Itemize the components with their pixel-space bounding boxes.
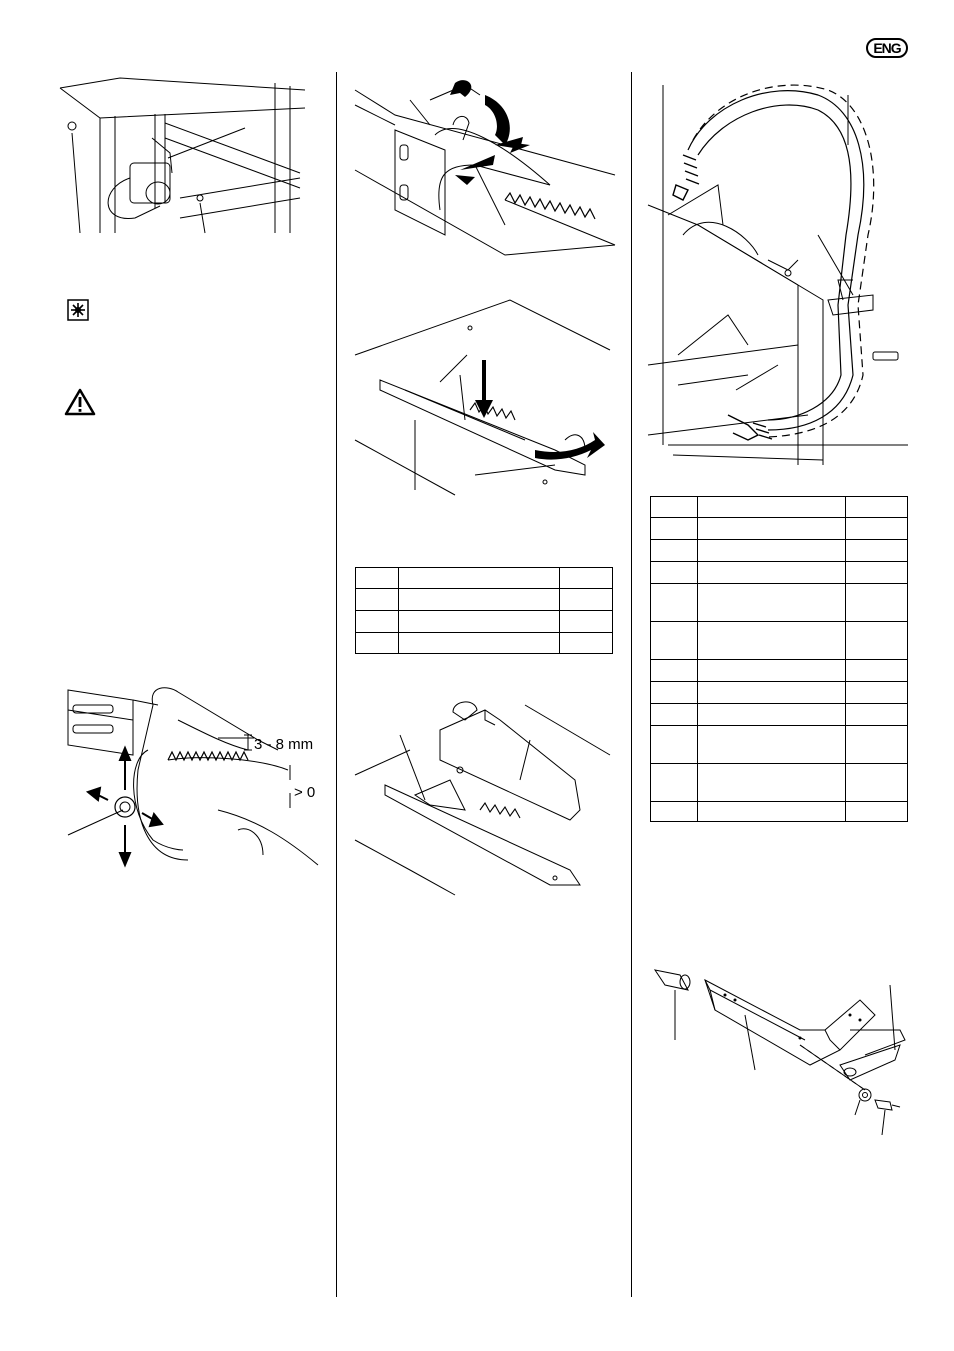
clearance-bottom-label: > 0 [294,784,315,801]
specs-table-middle [355,567,613,654]
gear-icon [67,299,89,321]
figure-switch-mounting [60,78,305,233]
figure-guard-removal [355,80,615,265]
specs-table-right [650,496,908,822]
figure-extension-bracket [650,960,910,1135]
figure-table-insert [355,300,615,495]
clearance-top-label: 3 - 8 mm [254,736,313,753]
figure-dust-extraction [648,85,908,465]
warning-triangle-icon [64,388,96,416]
column-divider-right [631,72,632,1297]
column-divider-left [336,72,337,1297]
figure-blade-guard [355,700,615,900]
figure-riving-knife-clearance: 3 - 8 mm > 0 [58,680,328,870]
language-badge: ENG [866,38,908,58]
